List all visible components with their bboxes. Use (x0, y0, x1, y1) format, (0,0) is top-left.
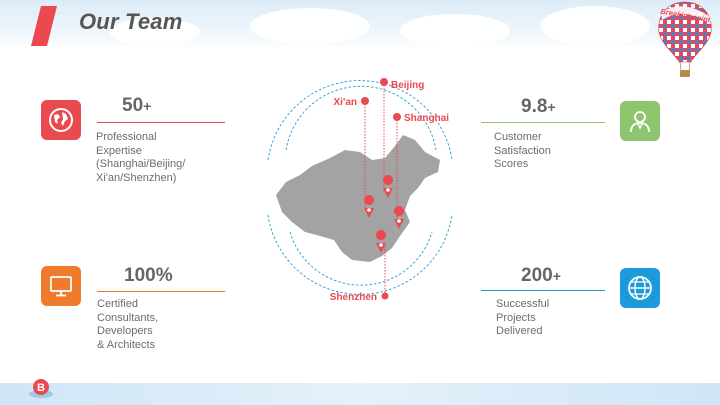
divider (97, 291, 225, 292)
map-land (276, 135, 440, 262)
divider (97, 122, 225, 123)
stat-value-satisfaction: 9.8+ (521, 96, 556, 117)
cloud (250, 8, 370, 44)
stat-value-projects: 200+ (521, 265, 561, 286)
city-label-shenzhen: Shenzhen (330, 292, 377, 303)
cloud (110, 18, 200, 46)
stat-value-consultants: 100% (124, 265, 173, 286)
stat-desc-consultants: Certified Consultants, Developers & Arch… (97, 298, 159, 351)
city-dot-shenzhen (381, 292, 389, 300)
divider (481, 122, 605, 123)
footer-band (0, 383, 720, 405)
header-sky (0, 0, 720, 50)
brand-badge-icon: B (29, 379, 53, 398)
svg-text:B: B (37, 382, 45, 394)
ring-inner (289, 231, 433, 286)
monitor-icon (41, 266, 81, 306)
globe-icon (620, 268, 660, 308)
map-pins (364, 174, 405, 253)
ring-outer (267, 80, 453, 161)
stat-desc-expertise: Professional Expertise (Shanghai/Beijing… (96, 131, 186, 184)
city-label-shanghai: Shanghai (404, 113, 449, 124)
city-dot-xian (361, 97, 369, 105)
city-label-xian: Xi'an (334, 97, 358, 108)
page-title: Our Team (79, 9, 183, 34)
hot-air-balloon-logo: Breakingpoint (658, 1, 712, 77)
person-icon (620, 101, 660, 141)
stat-desc-satisfaction: Customer Satisfaction Scores (494, 131, 551, 170)
ring-outer (267, 214, 453, 295)
cloud (400, 14, 510, 48)
cloud (540, 6, 650, 46)
divider (481, 290, 605, 291)
city-label-beijing: Beijing (391, 80, 424, 91)
city-dot-shanghai (393, 113, 401, 121)
city-dot-beijing (380, 78, 388, 86)
stat-value-expertise: 50+ (122, 95, 152, 116)
globe-map-icon (41, 100, 81, 140)
stat-desc-projects: Successful Projects Delivered (496, 298, 550, 337)
china-map: Beijing Xi'an Shanghai Shenzhen (267, 78, 453, 303)
